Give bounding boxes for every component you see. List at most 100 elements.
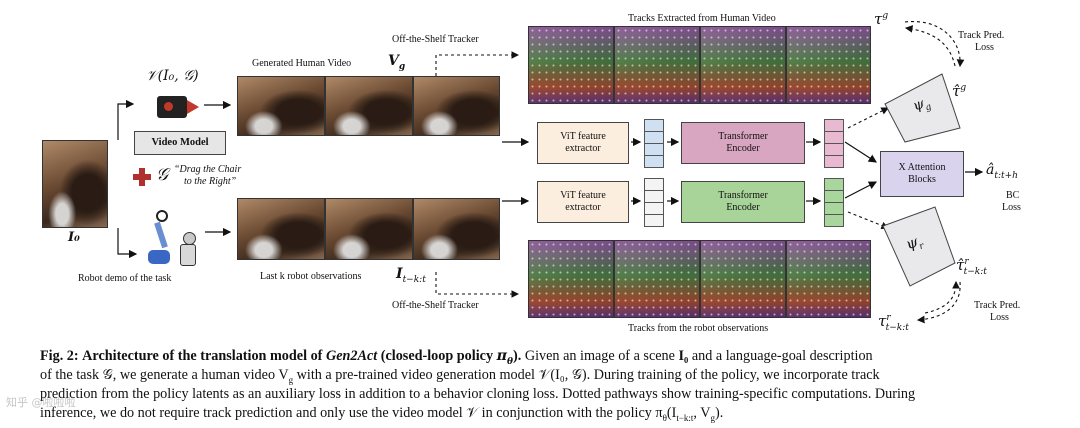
figure-caption-line-1: Fig. 2: Architecture of the translation … [40, 348, 1040, 371]
fig-label: Fig. 2: [40, 348, 79, 364]
goal-text-line2: to the Right” [184, 176, 237, 187]
transformer-top-line2: Encoder [726, 143, 760, 154]
caption-pi: πθ [496, 348, 514, 367]
robot-icon [146, 210, 174, 268]
tracks-top-strip [528, 26, 871, 104]
dotted-tokens-to-psi-g [847, 107, 889, 129]
input-image-symbol: I₀ [68, 230, 80, 245]
video-frame [325, 76, 413, 136]
figure-caption-line-2: of the task 𝒢, we generate a human video… [40, 367, 880, 385]
human-icon [178, 232, 200, 268]
tracks-top-label: Tracks Extracted from Human Video [628, 13, 776, 24]
track-frame [614, 240, 700, 318]
vg-symbol: Vg [388, 53, 406, 72]
tau-r-label: τrt−k:t [878, 312, 909, 333]
tracker-top-label: Off-the-Shelf Tracker [392, 34, 479, 45]
dotted-loss-bottom-back [924, 280, 960, 314]
video-model-label: Video Model [151, 137, 209, 148]
figure-caption-line-3: prediction from the policy latents as an… [40, 386, 1040, 404]
generated-video-frames [237, 76, 500, 136]
video-model-math: 𝒱(I₀, 𝒢) [146, 68, 199, 84]
vit-box-bottom: ViT feature extractor [537, 181, 629, 223]
transformer-bottom-line2: Encoder [726, 202, 760, 213]
track-loss-top-line1: Track Pred. [958, 30, 1005, 41]
arrow-tokens-to-xattn-bottom [844, 181, 878, 199]
tau-g-label: τg [874, 10, 889, 28]
robot-frame [325, 198, 413, 260]
transformer-top-line1: Transformer [718, 131, 768, 142]
arrow-input-to-robot [117, 228, 138, 259]
robot-frame [413, 198, 500, 260]
dotted-loss-bottom [916, 281, 961, 324]
figure-caption-line-4: inference, we do not require track predi… [40, 405, 724, 423]
token-stack-enc-bottom [824, 178, 844, 227]
caption-line2b: with a pre-trained video generation mode… [296, 367, 880, 383]
caption-method: Gen2Act [325, 348, 378, 364]
track-loss-bottom-line1: Track Pred. [974, 300, 1021, 311]
camera-dot-icon [164, 102, 173, 111]
caption-line3: prediction from the policy latents as an… [40, 386, 916, 402]
caption-and-goal: and a language-goal description [691, 348, 873, 364]
tracks-bottom-strip [528, 240, 871, 318]
plus-icon [133, 168, 151, 186]
token-stack-vit-top [644, 119, 664, 168]
caption-line2: of the task 𝒢, we generate a human video… [40, 367, 289, 383]
vit-bottom-line1: ViT feature [560, 190, 606, 201]
architecture-figure: I₀ 𝒱(I₀, 𝒢) Video Model 𝒢 “Drag the Chai… [42, 10, 1021, 334]
video-model-box: Video Model [134, 131, 226, 155]
generated-video-label: Generated Human Video [252, 58, 352, 69]
dotted-video-to-tracker [435, 51, 520, 76]
tracker-bottom-label: Off-the-Shelf Tracker [392, 300, 479, 311]
caption-line1-rest: Given an image of a scene [524, 348, 675, 364]
connector-layer [117, 21, 984, 324]
last-k-label: Last k robot observations [260, 271, 362, 282]
track-frame [700, 240, 786, 318]
caption-title-b: (closed-loop policy [380, 348, 494, 364]
xattn-line2: Blocks [908, 174, 936, 185]
dotted-tokens-to-psi-r [847, 211, 890, 230]
dotted-loss-top-back [904, 25, 956, 67]
dotted-loss-top [904, 21, 965, 68]
input-image [42, 140, 108, 228]
track-frame [528, 26, 614, 104]
robot-demo-label: Robot demo of the task [78, 273, 172, 284]
camera-lens-icon [187, 100, 199, 114]
caption-title-c: ). [513, 348, 522, 364]
caption-title-a: Architecture of the translation model of [82, 348, 323, 364]
tracks-bottom-label: Tracks from the robot observations [628, 323, 769, 334]
arrow-input-to-video-model [117, 99, 135, 140]
robot-frame [237, 198, 325, 260]
goal-symbol: 𝒢 [156, 165, 169, 185]
vit-top-line1: ViT feature [560, 131, 606, 142]
tau-r-hat-label: τ̂rt−k:t [956, 256, 987, 277]
video-frame [237, 76, 325, 136]
video-frame [413, 76, 500, 136]
track-frame [786, 240, 871, 318]
track-frame [528, 240, 614, 318]
xattn-line1: X Attention [898, 162, 946, 173]
transformer-box-bottom: Transformer Encoder [681, 181, 805, 223]
action-hat-label: ât:t+h [986, 162, 1018, 181]
dotted-robot-to-tracker [435, 272, 520, 298]
token-stack-vit-bottom [644, 178, 664, 227]
track-loss-bottom-line2: Loss [990, 312, 1009, 323]
transformer-bottom-line1: Transformer [718, 190, 768, 201]
track-frame [614, 26, 700, 104]
psi-r-head [882, 206, 956, 287]
transformer-box-top: Transformer Encoder [681, 122, 805, 164]
track-frame [700, 26, 786, 104]
vit-bottom-line2: extractor [565, 202, 601, 213]
robot-obs-frames [237, 198, 500, 260]
watermark: 知乎 @啦啦啦 [6, 396, 76, 409]
track-loss-top-line2: Loss [975, 42, 994, 53]
vit-top-line2: extractor [565, 143, 601, 154]
robot-obs-symbol: It−k:t [396, 266, 426, 285]
goal-text-line1: “Drag the Chair [174, 164, 242, 175]
xattn-box: X Attention Blocks [880, 151, 964, 197]
arrow-tokens-to-xattn-top [844, 141, 878, 163]
track-frame [786, 26, 871, 104]
caption-line4a: inference, we do not require track predi… [40, 405, 663, 421]
caption-i0: I₀ [678, 348, 689, 364]
psi-g-head [884, 73, 961, 143]
token-stack-enc-top [824, 119, 844, 168]
